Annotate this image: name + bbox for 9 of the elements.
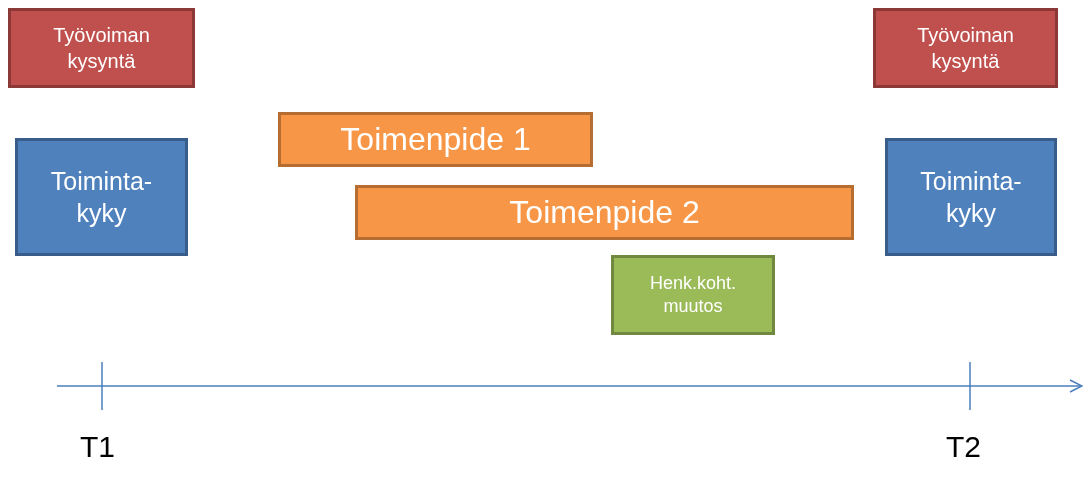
demand-box: Työvoiman kysyntä — [8, 8, 195, 88]
capacity-box: Toiminta-kyky — [885, 138, 1057, 256]
capacity-box: Toiminta-kyky — [15, 138, 188, 256]
time-point-label: T1 — [80, 430, 115, 464]
demand-box: Työvoiman kysyntä — [873, 8, 1058, 88]
time-point-label: T2 — [946, 430, 981, 464]
measure-bar: Toimenpide 2 — [355, 185, 854, 240]
change-box: Henk.koht. muutos — [611, 255, 775, 335]
measure-bar: Toimenpide 1 — [278, 112, 593, 167]
